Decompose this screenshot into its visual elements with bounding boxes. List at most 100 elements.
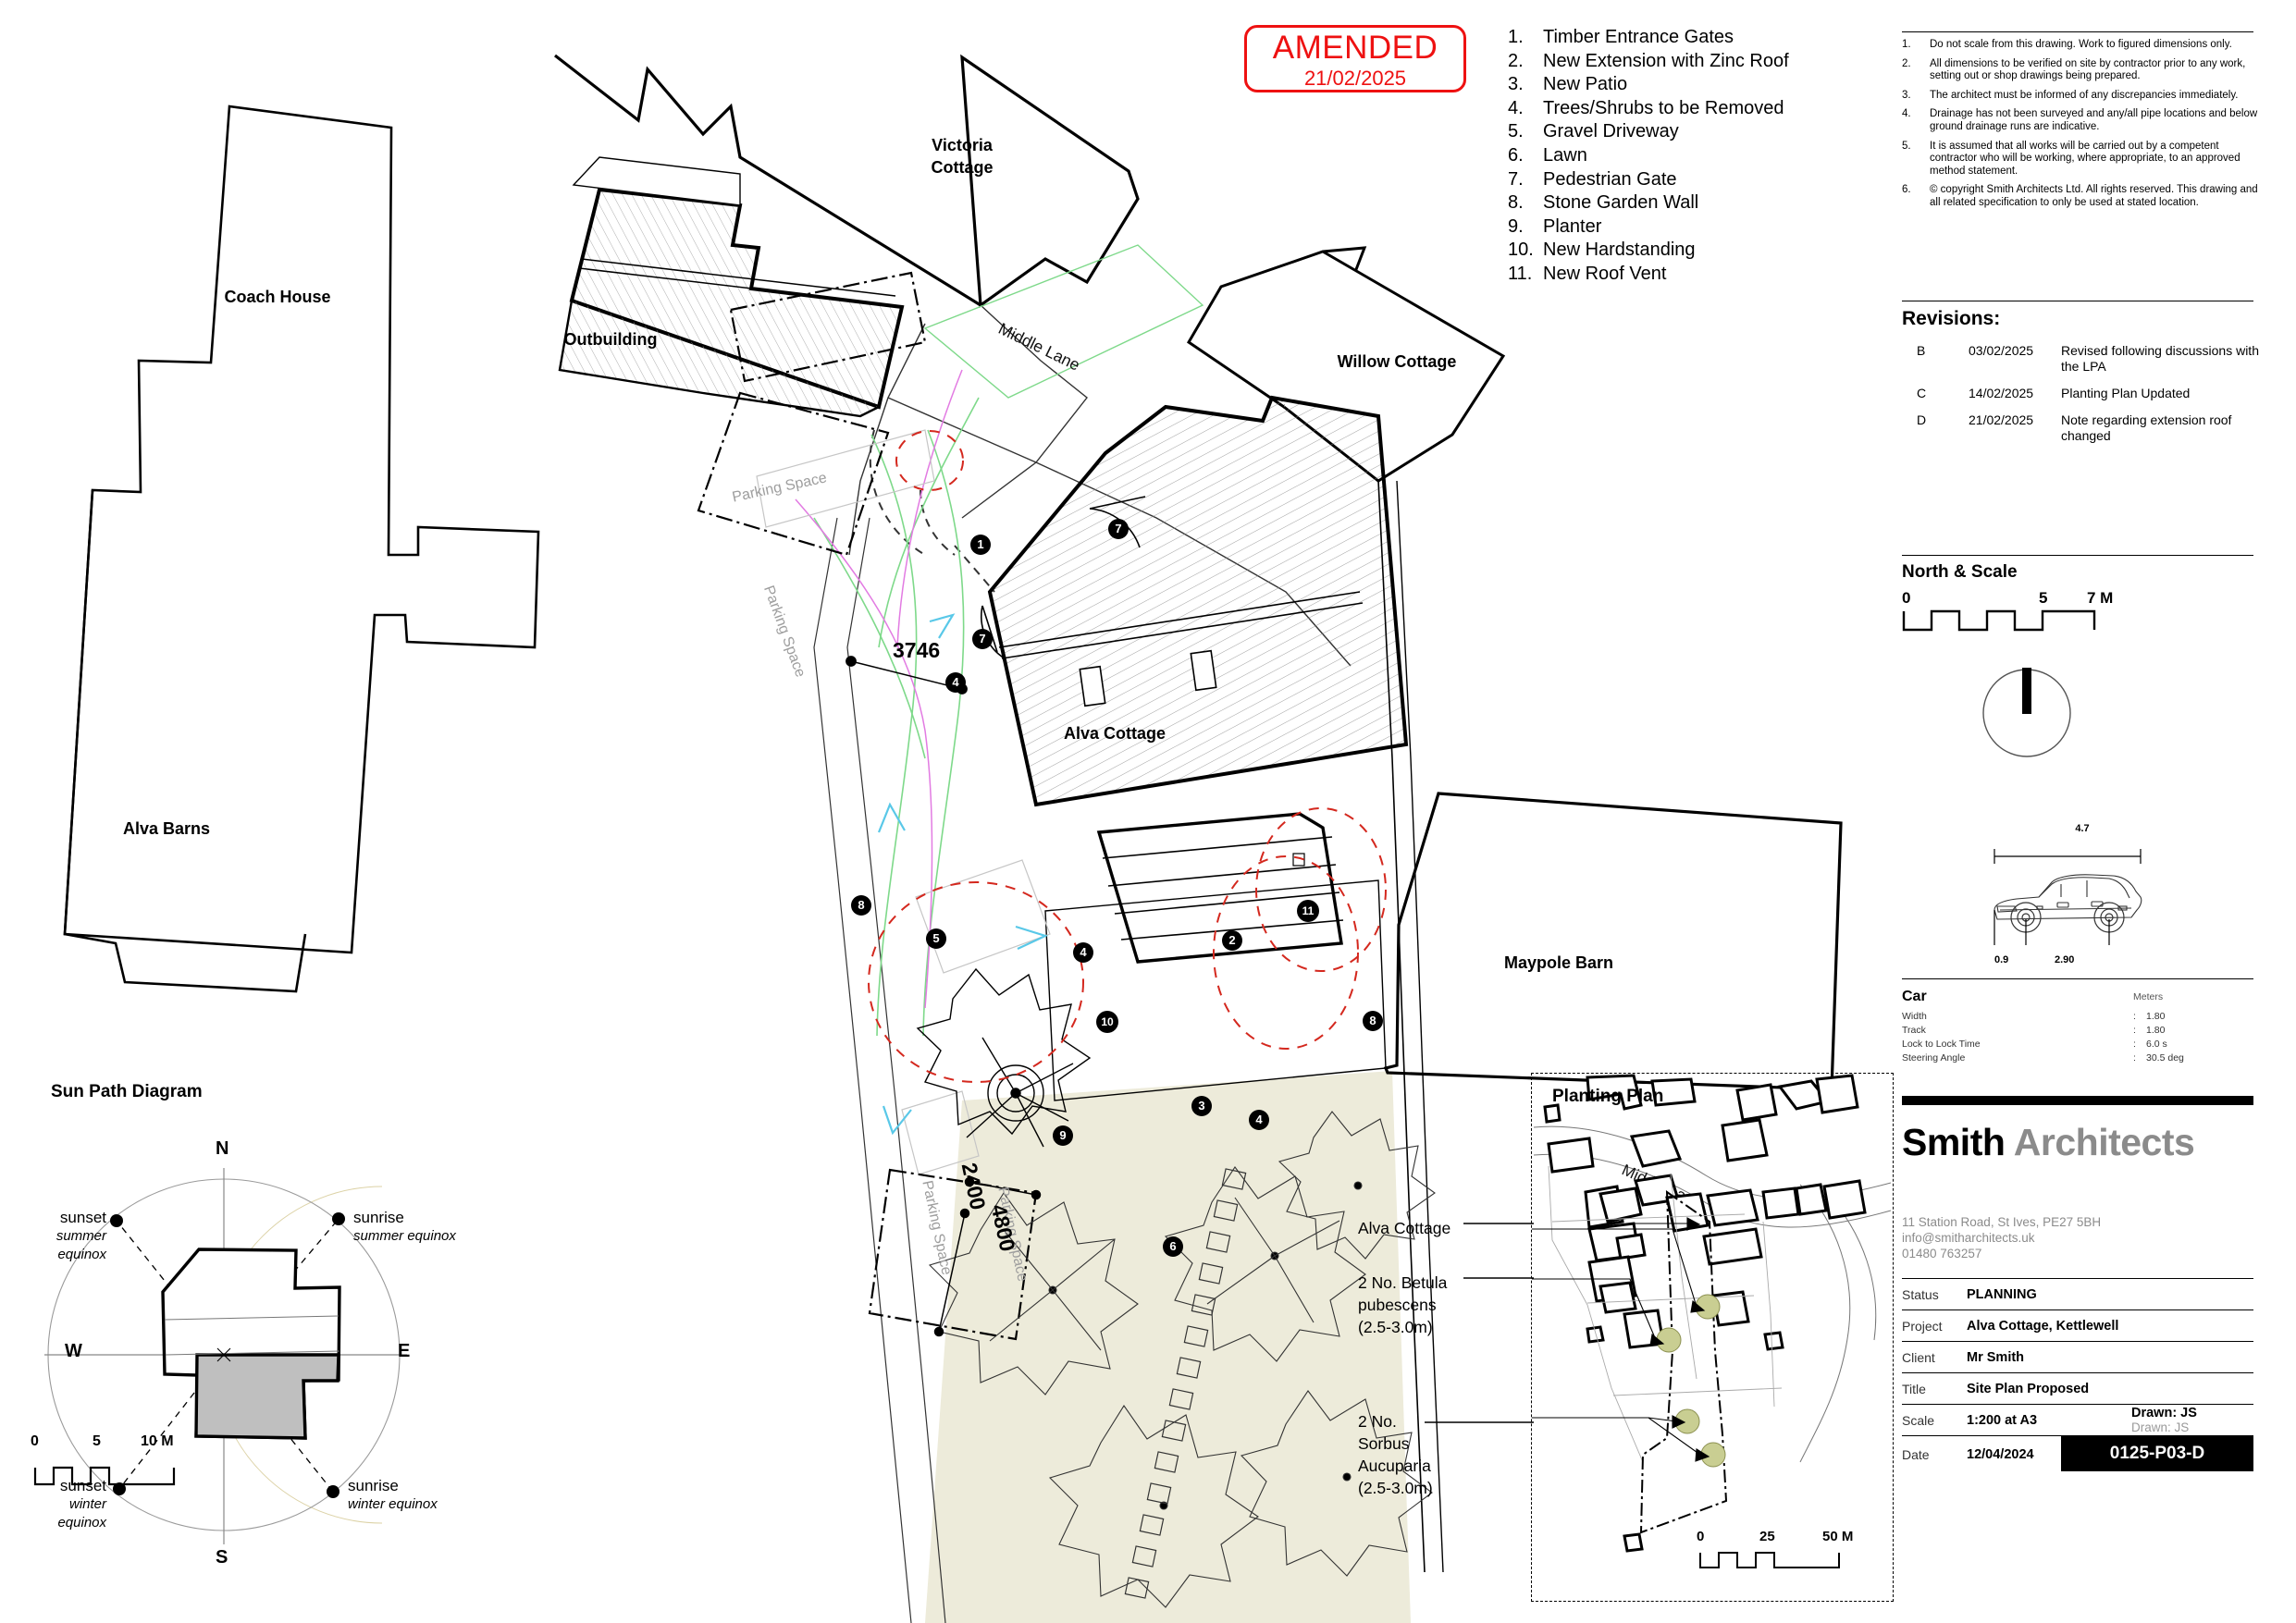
sunpath-scale-t10: 10 M: [141, 1433, 174, 1449]
sunset-summer-main: sunset: [59, 1209, 106, 1226]
key-number: 3.: [1508, 74, 1524, 95]
logo-light-word: Architects: [2013, 1121, 2195, 1163]
key-item: 7.Pedestrian Gate: [1508, 168, 1878, 192]
sorbus-line-2: Sorbus: [1358, 1434, 1410, 1453]
amended-stamp-word: AMENDED: [1272, 30, 1438, 66]
alva-cottage-roof: [987, 395, 1409, 807]
car-spec-table: Car Meters Width : 1.80 Track : 1.80 Loc…: [1902, 978, 2253, 1065]
note-text: It is assumed that all works will be car…: [1930, 140, 2240, 177]
key-label: Planter: [1543, 215, 1602, 237]
planting-callout-sorbus: 2 No. Sorbus Aucuparia (2.5-3.0m): [1358, 1410, 1433, 1499]
drawing-title-label: Title: [1902, 1381, 1926, 1396]
planting-site-boundary: [1639, 1190, 1728, 1534]
drawing-title-value: Site Plan Proposed: [1967, 1381, 2090, 1396]
sun-path-east-label: E: [398, 1341, 411, 1361]
key-number: 2.: [1508, 50, 1524, 71]
scale-tick-7: 7 M: [2087, 589, 2114, 607]
marker-11: 11: [1297, 900, 1319, 922]
betula-line-3: (2.5-3.0m): [1358, 1318, 1433, 1336]
note-number: 2.: [1902, 57, 1911, 69]
outbuilding-roof-upper: [569, 187, 905, 410]
marker-4-c: 4: [1249, 1110, 1269, 1130]
key-label: New Roof Vent: [1543, 263, 1667, 284]
car-front-overhang-label: 0.9: [1994, 954, 2009, 965]
car-table-header: Car Meters: [1902, 988, 2253, 1006]
car-spec-sep: :: [2133, 1011, 2136, 1022]
practice-address: 11 Station Road, St Ives, PE27 5BH: [1902, 1215, 2102, 1229]
marker-7-a: 7: [1108, 519, 1129, 539]
note-item: 3.The architect must be informed of any …: [1902, 90, 2263, 103]
drawing-number: 0125-P03-D: [2061, 1436, 2253, 1471]
marker-3: 3: [1191, 1096, 1212, 1116]
north-arrow-icon: [1982, 668, 2071, 757]
key-label: Timber Entrance Gates: [1543, 27, 1734, 47]
marker-4-a: 4: [945, 672, 966, 693]
titleblock-fields: Status PLANNING Project Alva Cottage, Ke…: [1902, 1278, 2253, 1471]
titleblock-row-status: Status PLANNING: [1902, 1278, 2253, 1309]
label-victoria-cottage-line2: Cottage: [931, 158, 994, 177]
car-spec-label: Steering Angle: [1902, 1052, 1966, 1064]
revisions-block: Revisions: B 03/02/2025 Revised followin…: [1902, 301, 2263, 455]
key-label: Stone Garden Wall: [1543, 192, 1699, 214]
direction-arrow-cyan: [877, 613, 1049, 1136]
scale-value: 1:200 at A3: [1967, 1412, 2038, 1428]
gravel-drive-green: [923, 244, 1204, 399]
revision-description: Revised following discussions with the L…: [2061, 343, 2259, 374]
marker-8-a: 8: [851, 895, 871, 916]
revision-row: D 21/02/2025 Note regarding extension ro…: [1902, 412, 2263, 444]
road-edge-west: [813, 517, 912, 1623]
building-footprint-extension: [194, 1353, 340, 1440]
sorbus-line-1: 2 No.: [1358, 1412, 1397, 1431]
car-spec-sep: :: [2133, 1052, 2136, 1064]
scale-tick-5: 5: [2039, 589, 2048, 607]
note-item: 4.Drainage has not been surveyed and any…: [1902, 108, 2263, 133]
key-item: 10.New Hardstanding: [1508, 239, 1878, 263]
north-scale-title: North & Scale: [1902, 562, 2018, 582]
amended-stamp: AMENDED 21/02/2025: [1244, 25, 1466, 92]
car-spec-label: Lock to Lock Time: [1902, 1039, 1981, 1050]
practice-phone: 01480 763257: [1902, 1247, 1982, 1260]
label-alva-cottage: Alva Cottage: [1063, 724, 1167, 743]
key-item: 11.New Roof Vent: [1508, 263, 1878, 287]
drawn-by-value: Drawn: JS: [2131, 1406, 2197, 1420]
note-text: All dimensions to be verified on site by…: [1930, 57, 2246, 82]
coach-house-outline: [63, 105, 540, 954]
car-diagram: [1994, 849, 2142, 945]
sun-path-diagram: Sun Path Diagram: [28, 1068, 601, 1623]
planting-buildings: [1543, 1074, 1867, 1553]
stepping-stone-path: [1124, 1168, 1247, 1599]
date-value: 12/04/2024: [1967, 1447, 2034, 1462]
dot-sunset-summer: [110, 1214, 123, 1227]
car-spec-row: Track : 1.80: [1902, 1024, 2253, 1038]
revision-description: Note regarding extension roof changed: [2061, 412, 2232, 443]
key-number: 10.: [1508, 240, 1534, 261]
sunpath-scale-bar: [33, 1466, 176, 1486]
betula-line-2: pubescens: [1358, 1296, 1437, 1314]
practice-email[interactable]: info@smitharchitects.uk: [1902, 1231, 2035, 1245]
new-extension-zinc-roof: [1096, 812, 1343, 964]
car-spec-value: 1.80: [2146, 1025, 2166, 1036]
marker-6: 6: [1163, 1236, 1183, 1257]
key-number: 5.: [1508, 121, 1524, 142]
car-overall-length-label: 4.7: [2075, 823, 2090, 834]
key-number: 6.: [1508, 144, 1524, 166]
planting-leaders: [1532, 1217, 1710, 1462]
planting-callout-alva-cottage: Alva Cottage: [1358, 1219, 1451, 1237]
titleblock-row-client: Client Mr Smith: [1902, 1341, 2253, 1372]
note-number: 4.: [1902, 108, 1911, 120]
marker-7-b: 7: [972, 629, 993, 649]
outbuilding-group: [558, 156, 905, 418]
marker-4-b: 4: [1073, 942, 1093, 963]
title-block: Smith Architects 11 Station Road, St Ive…: [1902, 1096, 2263, 1471]
swept-path-magenta: [795, 369, 963, 1009]
status-label: Status: [1902, 1286, 1939, 1302]
car-spec-row: Lock to Lock Time : 6.0 s: [1902, 1038, 2253, 1051]
boundary-north: [554, 54, 981, 307]
key-number: 1.: [1508, 27, 1524, 47]
marker-10: 10: [1096, 1011, 1118, 1033]
status-value: PLANNING: [1967, 1286, 2037, 1302]
north-scale-divider: [1902, 555, 2253, 556]
planter-feature: [916, 967, 1092, 1148]
planting-scale-t0: 0: [1697, 1529, 1705, 1544]
scale-tick-0: 0: [1902, 589, 1911, 607]
